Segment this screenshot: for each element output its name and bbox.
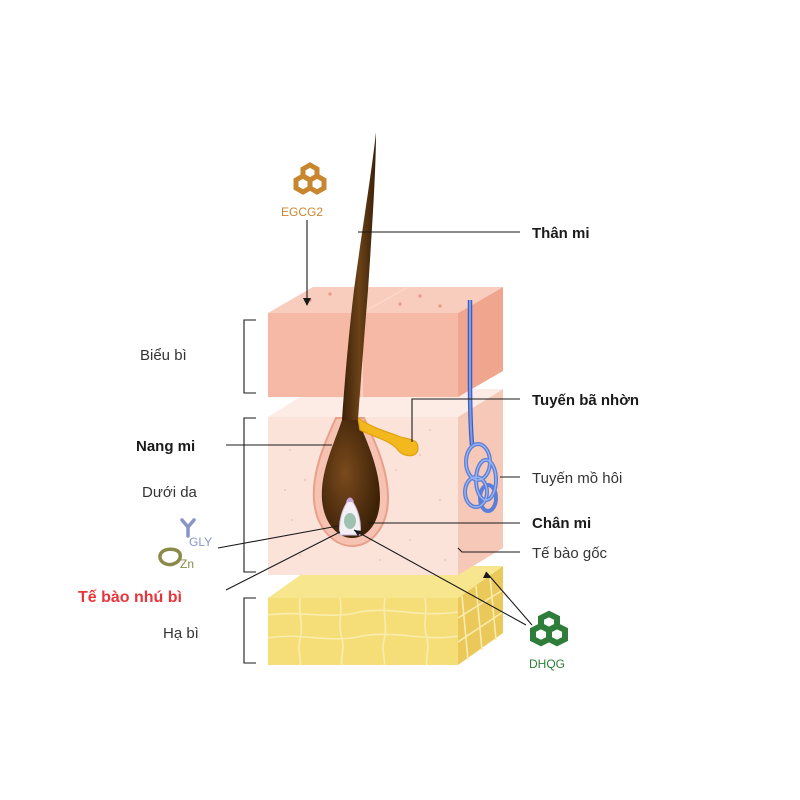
sweat-gland <box>463 300 498 513</box>
dhqg-label: DHQG <box>529 657 565 671</box>
leader-lines <box>217 220 533 626</box>
gly-label: GLY <box>189 535 212 549</box>
label-bieu-bi: Biểu bì <box>140 347 187 364</box>
layer-brackets <box>243 319 256 664</box>
label-chan-mi: Chân mi <box>532 515 591 532</box>
label-te-bao-nhu-bi: Tế bào nhú bì <box>78 589 182 606</box>
label-nang-mi: Nang mi <box>136 438 195 455</box>
label-duoi-da: Dưới da <box>142 484 198 501</box>
dermal-papilla <box>339 497 361 536</box>
hair-follicle <box>312 417 390 548</box>
label-tuyen-mo-hoi: Tuyến mồ hôi <box>532 470 622 487</box>
label-tuyen-ba-nhon: Tuyến bã nhờn <box>532 392 639 409</box>
sebaceous-gland <box>357 416 419 457</box>
egcg2-label: EGCG2 <box>281 205 323 219</box>
zn-label: Zn <box>180 557 194 571</box>
label-te-bao-goc: Tế bào gốc <box>532 545 608 562</box>
arrow-heads <box>303 298 491 578</box>
dhqg-molecule-icon <box>530 610 568 647</box>
egcg2-molecule-icon <box>293 162 327 195</box>
hypodermis-layer <box>267 566 504 666</box>
gly-molecule-icon <box>180 518 196 538</box>
label-than-mi: Thân mi <box>532 225 590 242</box>
label-ha-bi: Hạ bì <box>163 625 199 642</box>
hair-shaft <box>342 132 376 420</box>
zn-molecule-icon <box>158 547 182 567</box>
